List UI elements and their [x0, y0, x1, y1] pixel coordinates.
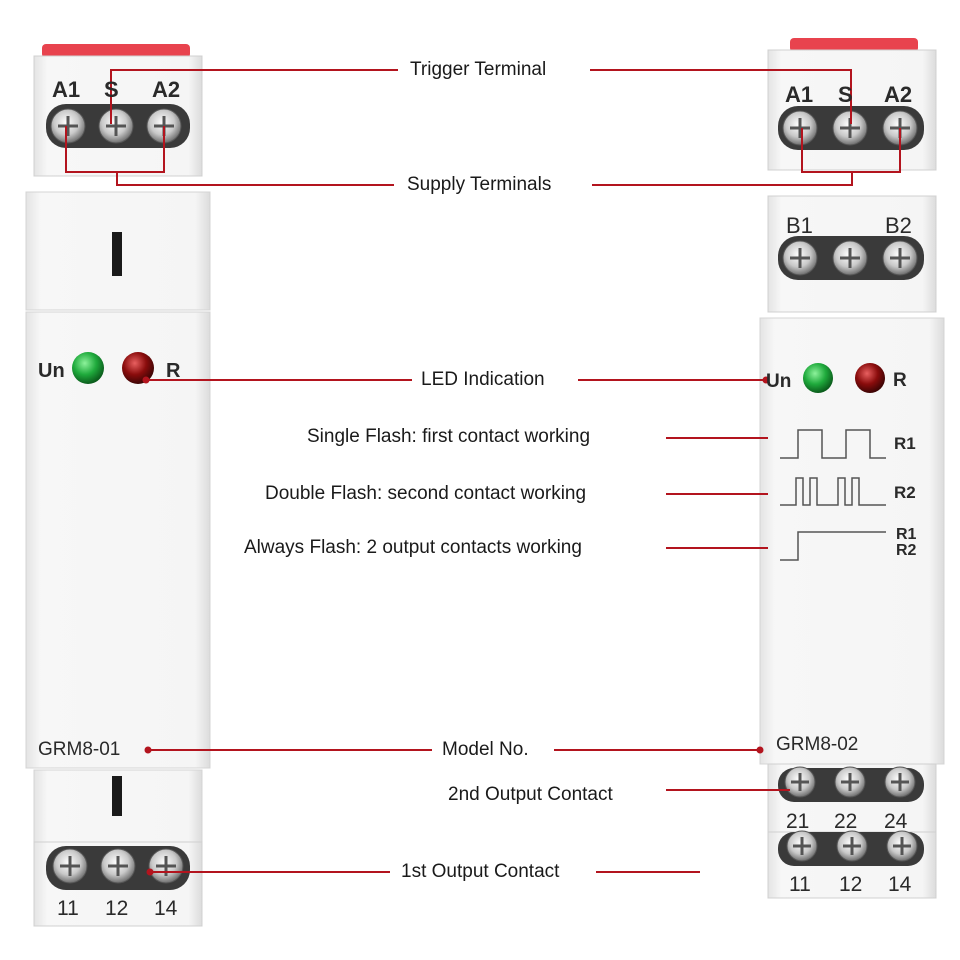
right-label-14: 14	[888, 873, 912, 896]
left-label-a2: A2	[152, 77, 181, 102]
left-bottom-label-12: 12	[105, 897, 129, 920]
supply-terminals-label: Supply Terminals	[407, 174, 552, 195]
right-relay-device	[759, 38, 945, 899]
right-led-r-label: R	[893, 370, 907, 391]
trigger-line-right	[590, 69, 852, 124]
led-indication-label: LED Indication	[421, 369, 545, 390]
led-dot-right	[762, 376, 770, 384]
left-led-r-label: R	[166, 360, 181, 382]
pulse-label-r1-always: R1	[896, 526, 917, 543]
left-led-green	[72, 352, 104, 384]
right-model-label: GRM8-02	[776, 734, 859, 755]
right-label-a1: A1	[785, 82, 814, 107]
left-model-label: GRM8-01	[38, 739, 121, 760]
supply-bracket-left	[65, 126, 165, 173]
right-screw-24	[884, 766, 916, 798]
left-relay-device	[25, 44, 211, 927]
right-screw-21	[784, 766, 816, 798]
pulse-waveform-double	[780, 477, 886, 506]
trigger-terminal-label: Trigger Terminal	[410, 59, 547, 80]
right-screw-12	[836, 830, 868, 862]
always-flash-label: Always Flash: 2 output contacts working	[244, 537, 582, 558]
right-mid-screw-center	[832, 240, 868, 276]
left-bottom-label-11: 11	[57, 897, 79, 920]
trigger-line-left	[110, 69, 398, 124]
left-upper-slot	[112, 232, 122, 276]
right-label-12: 12	[839, 873, 863, 896]
double-flash-label: Double Flash: second contact working	[265, 483, 587, 504]
left-label-s: S	[104, 77, 119, 102]
left-led-un-label: Un	[38, 360, 65, 382]
first-output-contact-label: 1st Output Contact	[401, 861, 560, 882]
callout-dots	[142, 376, 770, 876]
right-screw-22	[834, 766, 866, 798]
right-led-red	[855, 363, 885, 393]
left-front-panel	[25, 311, 211, 769]
right-mid-screw-b2	[882, 240, 918, 276]
left-top-screw-s	[98, 108, 134, 144]
left-top-cap	[42, 44, 190, 58]
model-dot-right	[756, 746, 764, 754]
left-bottom-screw-14	[148, 848, 184, 884]
pulse-waveform-single	[780, 429, 886, 459]
left-label-a1: A1	[52, 77, 81, 102]
model-no-label: Model No.	[442, 739, 529, 760]
right-label-22: 22	[834, 810, 858, 833]
right-top-cap	[790, 38, 918, 52]
supply-line-left	[116, 172, 394, 186]
left-top-screw-a1	[50, 108, 86, 144]
right-label-b1: B1	[786, 213, 813, 238]
right-front-panel	[759, 317, 945, 765]
model-dot-left	[144, 746, 152, 754]
right-screw-11	[786, 830, 818, 862]
right-label-b2: B2	[885, 213, 912, 238]
right-mid-screw-b1	[782, 240, 818, 276]
first-output-dot	[146, 868, 154, 876]
left-led-red	[122, 352, 154, 384]
left-lower-slot	[112, 776, 122, 816]
second-output-contact-label: 2nd Output Contact	[448, 784, 613, 805]
right-label-s: S	[838, 82, 853, 107]
right-label-a2: A2	[884, 82, 913, 107]
pulse-label-r2-double: R2	[894, 483, 916, 502]
right-led-un-label: Un	[766, 371, 792, 392]
callout-lines	[65, 69, 901, 873]
right-led-green	[803, 363, 833, 393]
right-label-24: 24	[884, 810, 908, 833]
right-top-screw-a1	[782, 110, 818, 146]
pulse-waveform-always	[780, 531, 886, 561]
left-bottom-screw-11	[52, 848, 88, 884]
right-label-11: 11	[789, 873, 811, 896]
supply-line-right	[592, 172, 853, 186]
pulse-label-r2-always: R2	[896, 542, 917, 559]
left-bottom-label-14: 14	[154, 897, 178, 920]
pulse-label-r1-single: R1	[894, 434, 916, 453]
right-screw-14	[886, 830, 918, 862]
right-label-21: 21	[786, 810, 810, 833]
single-flash-label: Single Flash: first contact working	[307, 426, 591, 447]
led-dot-left	[142, 376, 150, 384]
left-bottom-screw-12	[100, 848, 136, 884]
